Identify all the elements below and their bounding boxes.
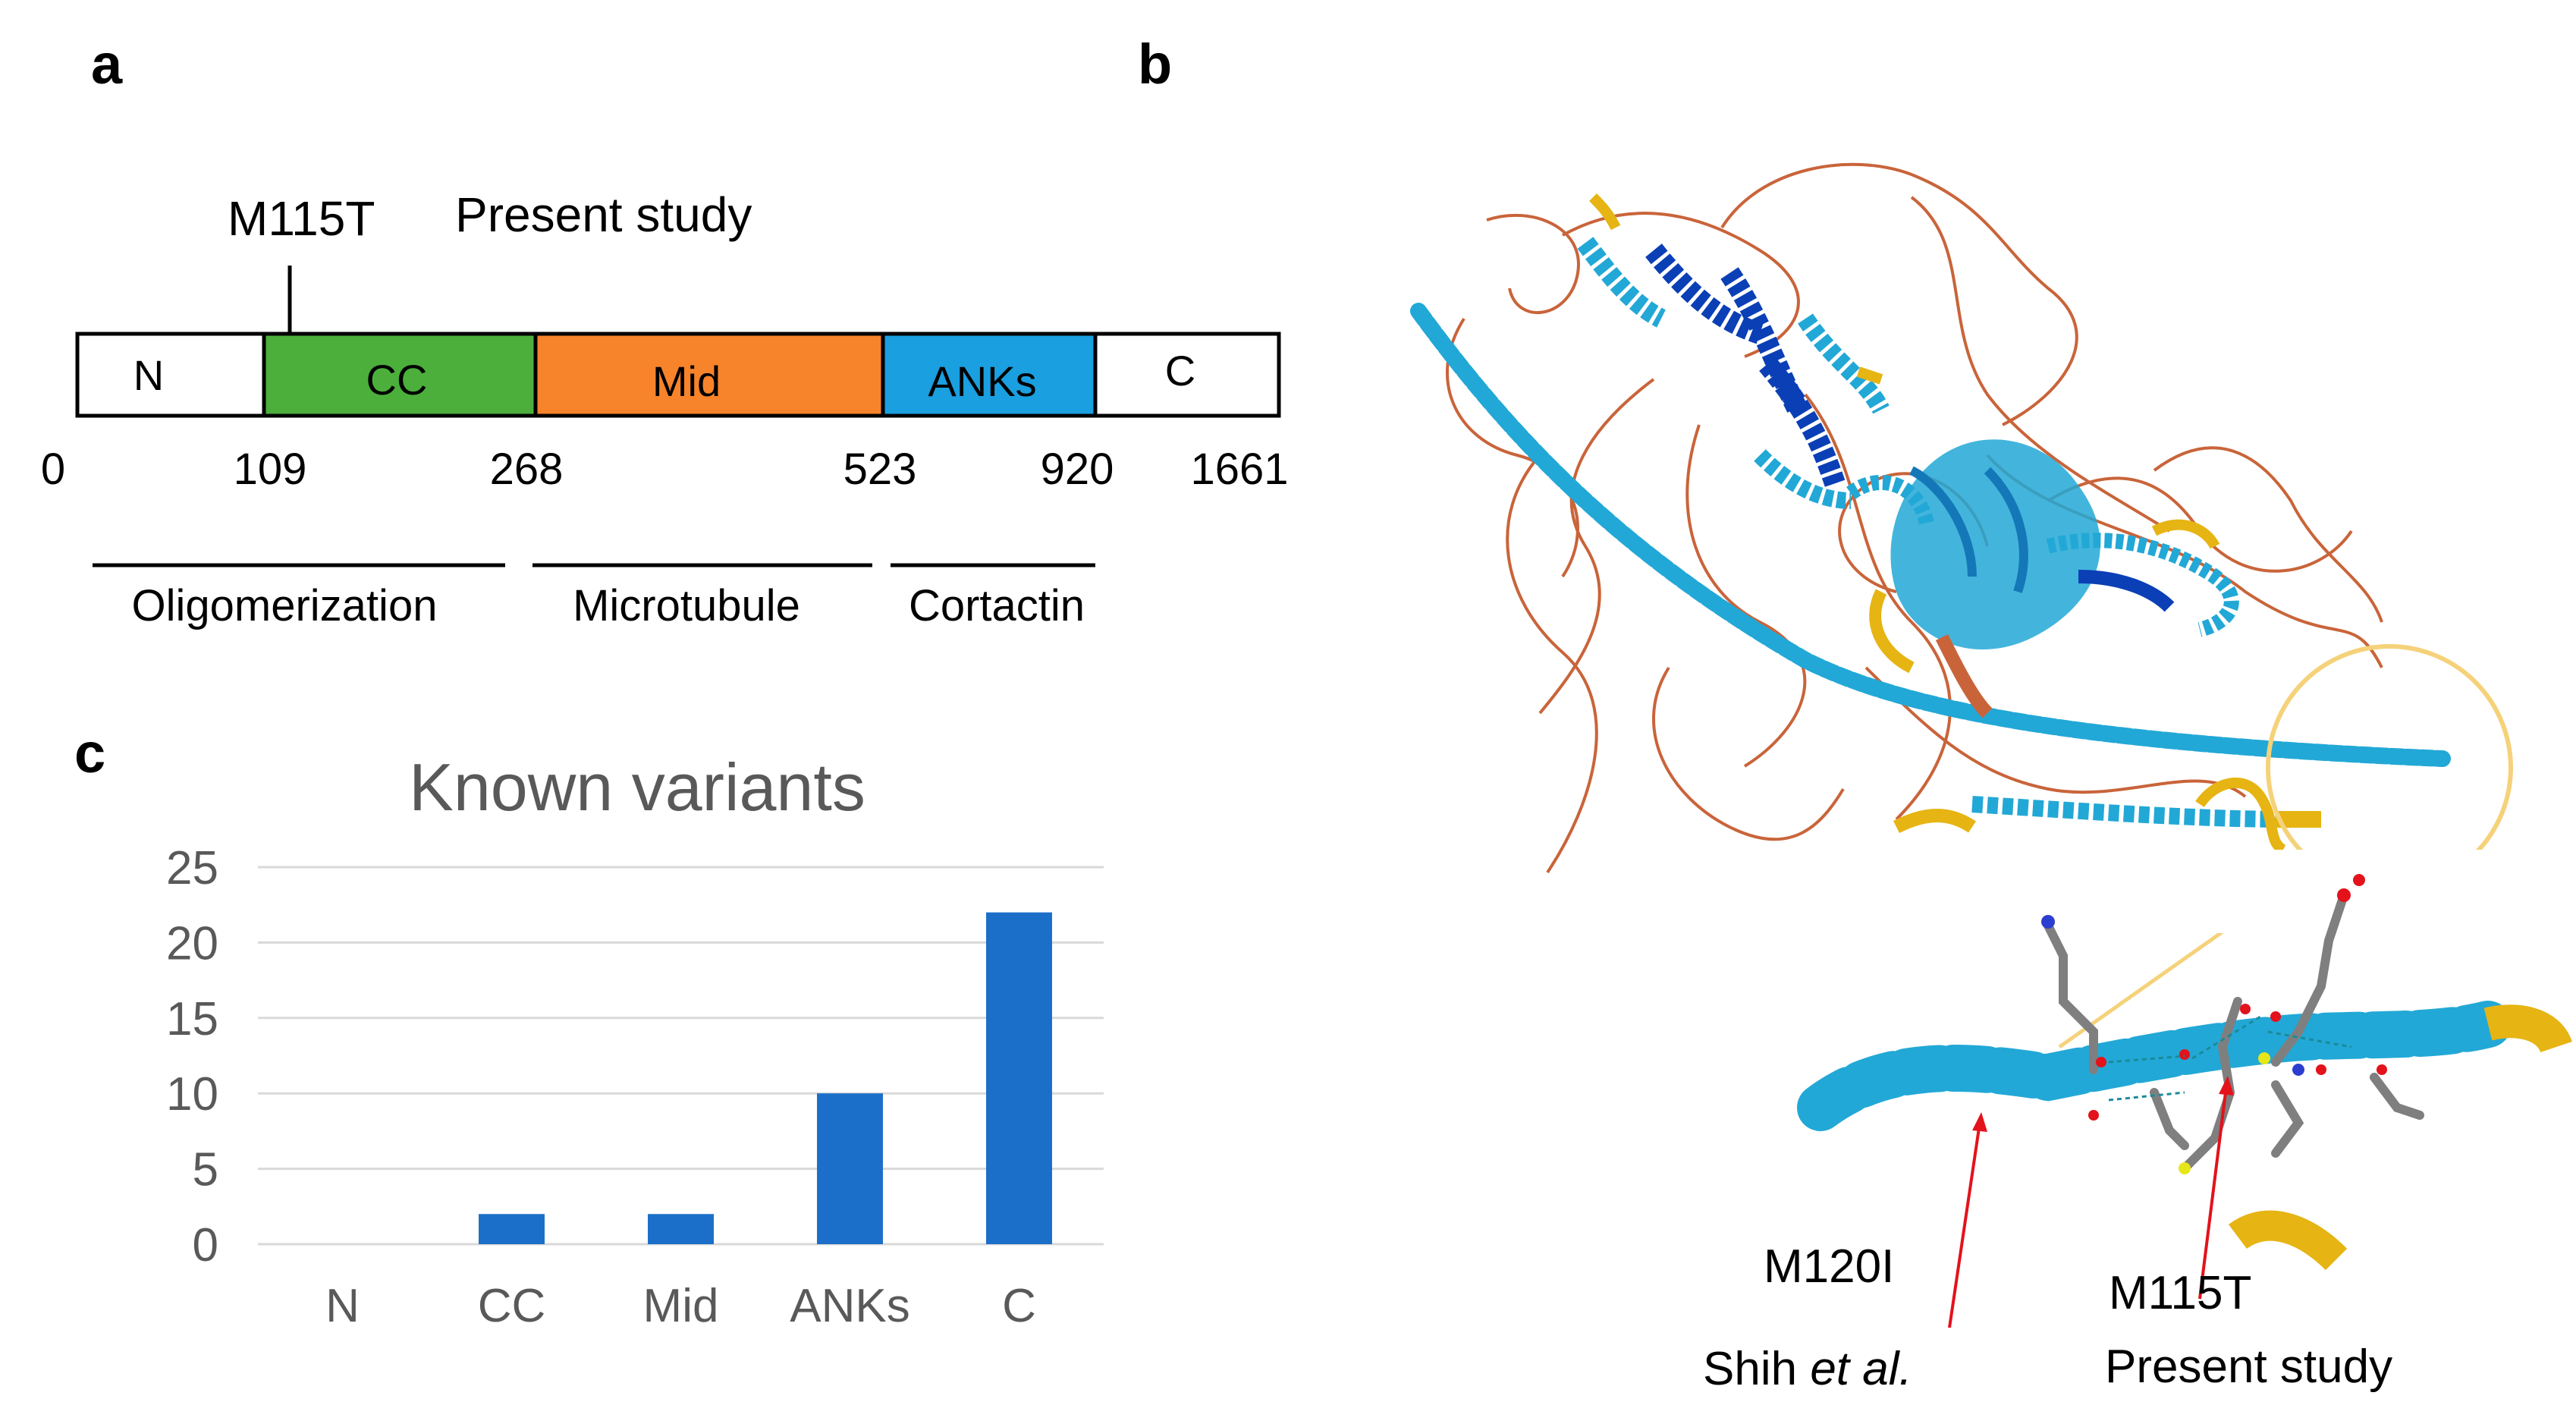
protein-structure-image: M120I Shih et al. M115T Present study [1410,162,2572,1395]
mutation-m115t-label-b: M115T [2109,1267,2251,1319]
helical-bundle-top [1577,193,1890,509]
chart-bar-cc [479,1214,545,1244]
helix-yellow-segment [1893,809,1976,834]
position-label: 523 [843,445,917,494]
region-label-microtubule: Microtubule [573,581,800,630]
domain-mid-label: Mid [652,357,721,405]
domain-anks-label: ANKs [928,357,1036,405]
domain-n-label: N [134,351,164,399]
mutation-label: M115T [228,191,375,246]
citation-et-al: et al. [1810,1343,1912,1395]
region-label-oligomerization: Oligomerization [132,581,438,630]
chart-y-tick-label: 0 [193,1219,218,1272]
chart-y-tick-label: 15 [166,993,218,1045]
bar-chart: Known variants 0 5 10 15 20 25 N CC Mid ANKs C [166,750,1104,1332]
second-helix [1971,796,2292,828]
chart-gridlines [258,866,1104,1246]
disordered-loops [1445,162,2383,874]
chart-x-label: N [325,1280,360,1332]
region-annotations: Oligomerization Microtubule Cortactin [93,563,1095,630]
chart-x-label: CC [478,1280,546,1332]
chart-y-ticks: 0 5 10 15 20 25 [166,842,218,1272]
position-label: 1661 [1190,445,1288,494]
citation-shih: Shih et al. [1703,1343,1912,1395]
chart-bars [479,912,1052,1244]
domain-anks [881,332,1098,418]
mutation-arrows [1948,1076,2234,1328]
domain-bar: N CC Mid ANKs C [75,332,1281,418]
position-label: 109 [234,445,307,494]
position-label: 0 [41,445,65,494]
position-label: 920 [1041,445,1114,494]
domain-n [75,332,266,418]
citation-author: Shih [1703,1343,1810,1395]
mutation-m120i-label: M120I [1764,1240,1894,1293]
arrow-m120i-head [1972,1112,1987,1132]
long-helix [1410,303,2451,767]
chart-x-label: C [1002,1280,1036,1332]
mutation-note: Present study [455,187,752,242]
chart-x-label: Mid [643,1280,719,1332]
arrow-m115t-head [2219,1076,2234,1096]
chart-bar-anks [817,1093,883,1244]
present-study-label-b: Present study [2105,1341,2392,1393]
chart-bar-mid [648,1214,714,1244]
chart-y-tick-label: 5 [193,1144,218,1196]
chart-x-label: ANKs [790,1280,909,1332]
domain-mid [533,332,885,418]
region-label-cortactin: Cortactin [909,581,1085,630]
position-label: 268 [490,445,564,494]
panel-label-c: c [74,721,105,784]
chart-x-labels: N CC Mid ANKs C [325,1280,1036,1332]
domain-c [1093,332,1281,418]
chart-y-tick-label: 10 [166,1068,218,1121]
globular-domain [1846,439,2286,855]
chart-bar-c [986,912,1052,1244]
domain-cc-label: CC [366,356,428,404]
arrow-m115t [2198,1086,2228,1300]
domain-c-label: C [1165,347,1195,395]
panel-label-a: a [91,33,123,96]
structure-crop-mask [1805,850,2488,933]
panel-label-b: b [1138,33,1172,96]
zoomed-helix [1797,874,2572,1271]
arrow-m120i [1948,1122,1981,1328]
chart-y-tick-label: 20 [166,917,218,970]
chart-title: Known variants [409,750,865,825]
position-labels: 0 109 268 523 920 1661 [41,445,1289,494]
chart-y-tick-label: 25 [166,842,218,894]
